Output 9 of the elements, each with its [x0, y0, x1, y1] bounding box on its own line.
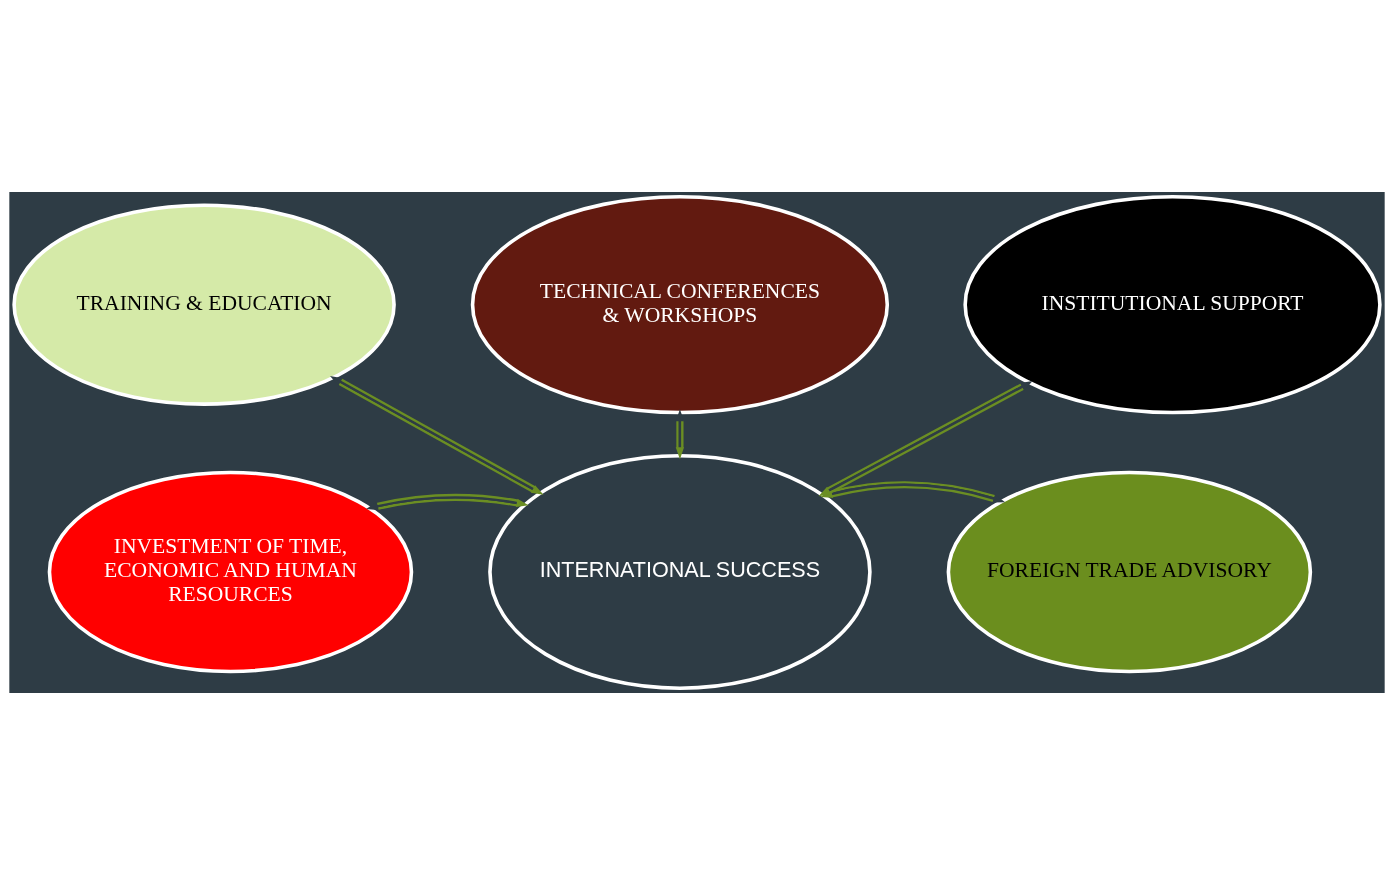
node-ellipse: TRAINING & EDUCATION [12, 202, 396, 406]
arrow [366, 493, 529, 510]
node-ellipse: INVESTMENT OF TIME, ECONOMIC AND HUMAN RESOURCES [47, 470, 414, 673]
arrow [675, 408, 685, 459]
node-ellipse: INTERNATIONAL SUCCESS [488, 453, 872, 690]
arrow [330, 375, 544, 495]
node-ellipse: FOREIGN TRADE ADVISORY [946, 470, 1313, 673]
node-ellipse: TECHNICAL CONFERENCES & WORKSHOPS [470, 194, 890, 414]
node-ellipse: INSTITUTIONAL SUPPORT [963, 194, 1382, 414]
